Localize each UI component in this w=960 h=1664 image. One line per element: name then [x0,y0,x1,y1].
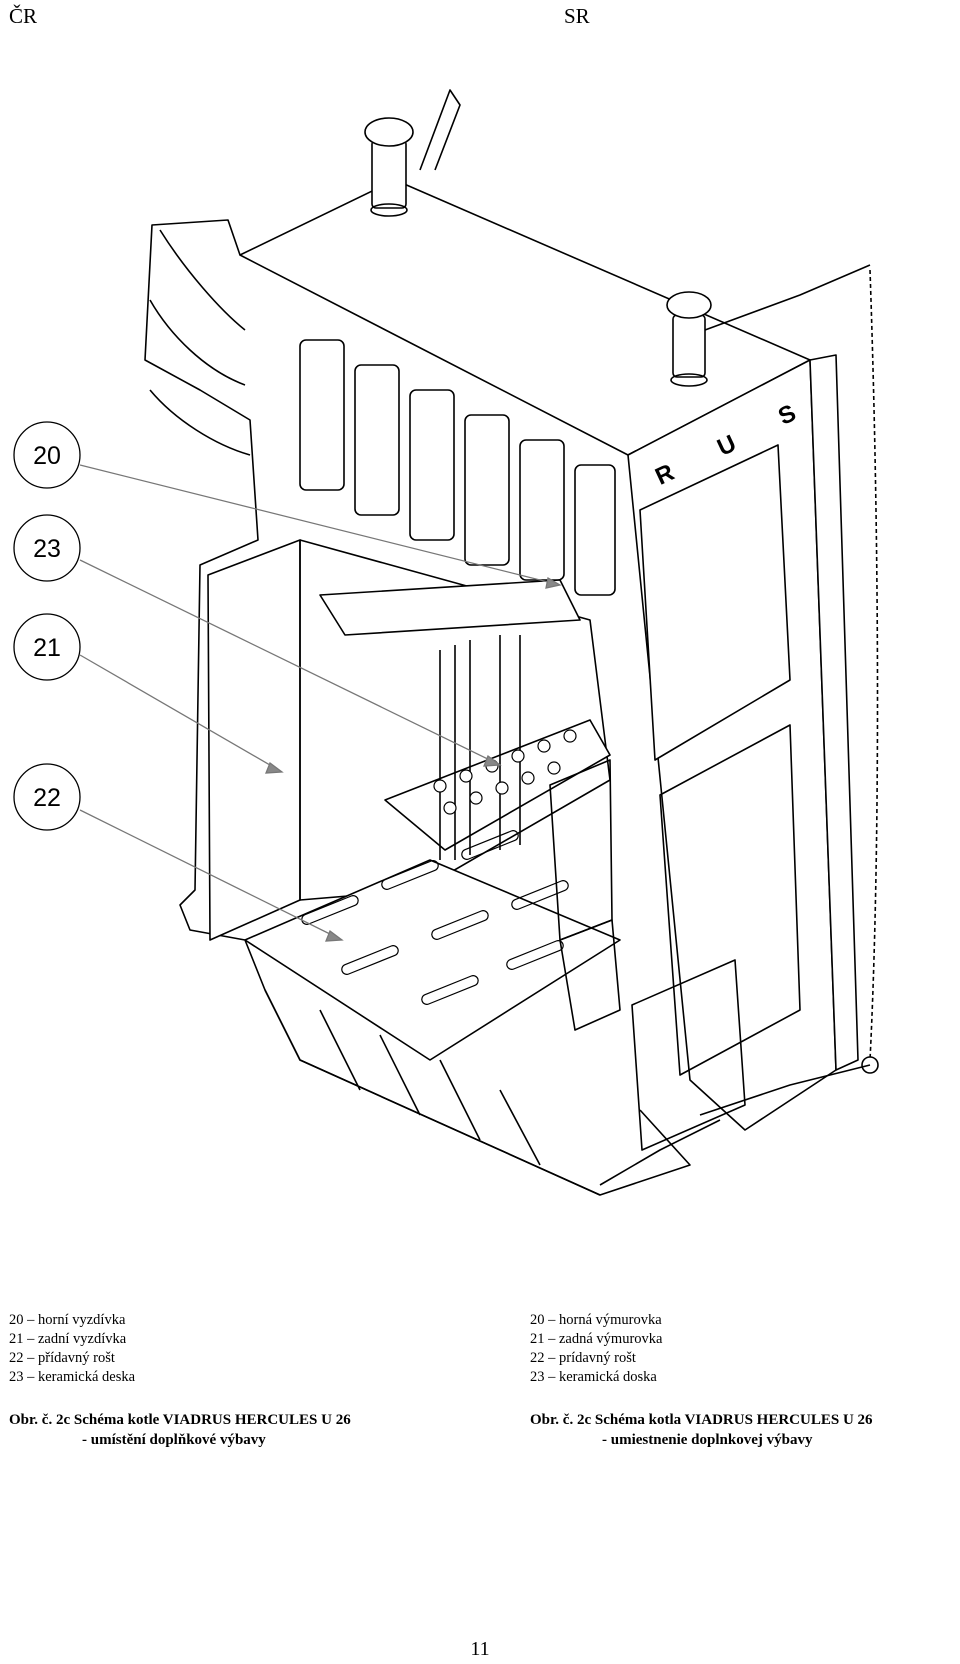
legend-item: 22 – přídavný rošt [9,1350,115,1366]
legend-item: 20 – horní vyzdívka [9,1312,126,1328]
legend-cz: 20 – horní vyzdívka 21 – zadní vyzdívka … [9,1311,135,1387]
callout-21: 21 [33,634,61,662]
legend-item: 23 – keramická doska [530,1369,657,1385]
header-country-cz: ČR [9,4,38,28]
page-number: 11 [470,1638,490,1660]
legend-item: 23 – keramická deska [9,1369,136,1385]
caption-title: Obr. č. 2c Schéma kotle VIADRUS HERCULES… [9,1412,351,1428]
callout-22: 22 [33,784,61,812]
caption-title: Obr. č. 2c Schéma kotla VIADRUS HERCULES… [530,1412,873,1428]
figure-caption-sk: Obr. č. 2c Schéma kotla VIADRUS HERCULES… [530,1410,873,1450]
legend-item: 22 – prídavný rošt [530,1350,636,1366]
legend-item: 21 – zadní vyzdívka [9,1331,127,1347]
callout-20: 20 [33,442,61,470]
figure-caption-cz: Obr. č. 2c Schéma kotle VIADRUS HERCULES… [9,1410,351,1450]
boiler-diagram: R U S 20 23 21 [0,60,960,1300]
legend-item: 20 – horná výmurovka [530,1312,662,1328]
legend-sk: 20 – horná výmurovka 21 – zadná výmurovk… [530,1311,662,1387]
caption-subtitle: - umístění doplňkové výbavy [82,1432,266,1448]
legend-item: 21 – zadná výmurovka [530,1331,663,1347]
boiler-drawing: R U S 20 23 21 [13,89,879,1196]
caption-subtitle: - umiestnenie doplnkovej výbavy [602,1432,813,1448]
header-country-sk: SR [564,4,590,28]
callout-23: 23 [33,535,61,563]
